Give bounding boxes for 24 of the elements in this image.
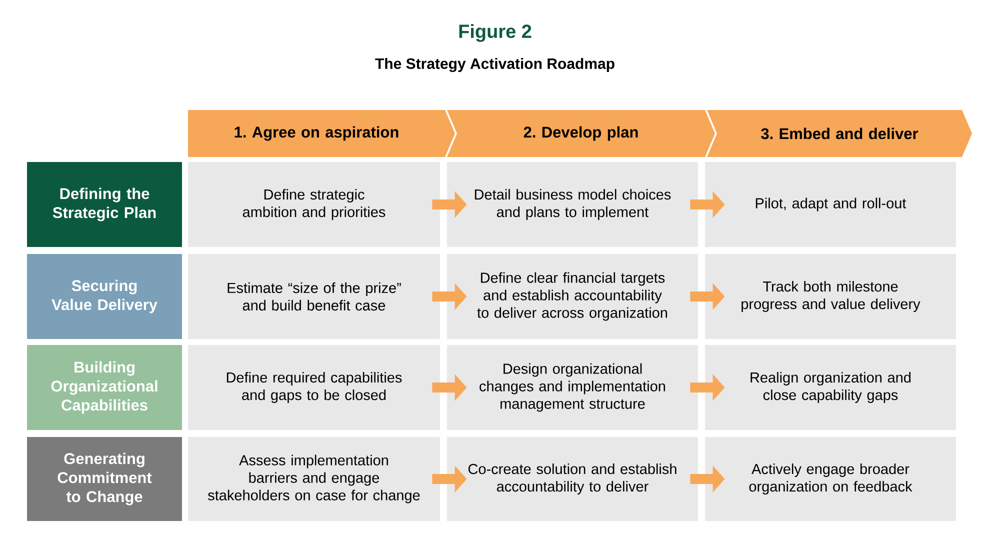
phase-banner: 3. Embed and deliver [707, 110, 972, 157]
activity-box: Assess implementation barriers and engage stakeholders on case for change [188, 437, 440, 521]
node-label: 3. Embed and deliver [761, 128, 918, 140]
activity-box: Realign organization and close capability gaps [705, 345, 956, 430]
node-label: 2. Develop plan [524, 126, 638, 141]
figure-title: Figure 2 [459, 24, 532, 42]
subtitle: The Strategy Activation Roadmap [375, 58, 614, 72]
activity-box: Estimate “size of the prize” and build benefit case [188, 254, 440, 339]
row-header-box: Defining the Strategic Plan [27, 162, 182, 247]
activity-box: Define clear financial targets and establish accountability to deliver across organization [447, 254, 698, 339]
phase-banner: 2. Develop plan [447, 110, 715, 157]
row-header-box: Securing Value Delivery [27, 254, 182, 339]
activity-box: Co-create solution and establish accountability to deliver [447, 437, 698, 521]
activity-box: Detail business model choices and plans to implement [447, 162, 698, 247]
row-header-box: Building Organizational Capabilities [27, 345, 182, 430]
activity-box: Define required capabilities and gaps to be closed [188, 345, 440, 430]
activity-box: Track both milestone progress and value delivery [705, 254, 956, 339]
activity-box: Define strategic ambition and priorities [188, 162, 440, 247]
activity-box: Design organizational changes and implementation management structure [447, 345, 698, 430]
node-label: 1. Agree on aspiration [234, 126, 398, 141]
phase-banner: 1. Agree on aspiration [188, 110, 455, 157]
activity-box: Pilot, adapt and roll-out [705, 162, 956, 247]
row-header-box: Generating Commitment to Change [27, 437, 182, 521]
activity-box: Actively engage broader organization on feedback [705, 437, 956, 521]
